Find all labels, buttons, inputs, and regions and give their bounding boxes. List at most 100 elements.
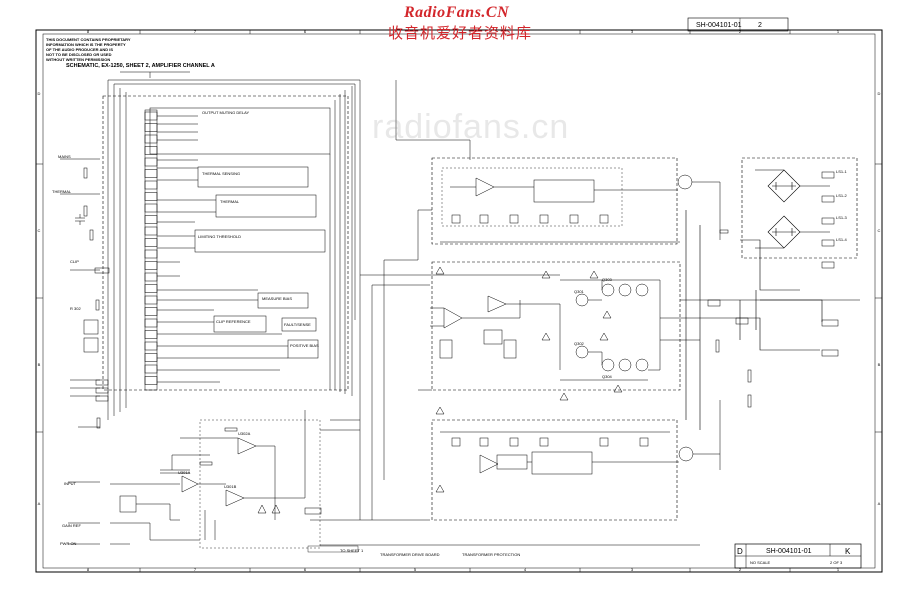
watermark-faint: radiofans.cn [372,108,570,146]
title-block-sheet-of: 2 OF 3 [830,560,843,565]
notice-line-5: WITHOUT WRITTEN PERMISSION [46,57,110,62]
ic-pin [144,215,158,224]
lower-supply-outline [431,419,678,521]
ic-pin [144,226,158,236]
grid-col-top-2: 7 [194,29,197,34]
doc-number-top: SH-004101-01 [696,22,742,29]
grid-row-right-3: B [878,362,881,367]
block-measure-bias: MEASURE BIAS [262,296,292,301]
conn-thermal: THERMAL [52,189,72,194]
grid-row-left-2: C [38,228,41,233]
ic-pin [144,180,158,190]
ic-pin [144,146,158,155]
ic-pin [144,307,158,316]
ic-pin [144,134,158,144]
watermark-chinese: 收音机爱好者资料库 [388,24,533,42]
ic-pin [144,376,158,385]
grid-col-bottom-6: 3 [631,567,634,572]
grid-col-top-1: 8 [87,29,90,34]
label-q303: Q303 [602,277,613,282]
conn-gain-ref: GAIN REF [62,523,81,528]
ic-pin [144,123,158,132]
title-block-rev: K [845,547,851,556]
ic-pin [144,203,158,213]
block-clip-ref: CLIP REFERENCE [216,319,251,324]
block-positive-bias: POSITIVE BIAS [290,343,319,348]
outer-frame [35,29,883,573]
label-opamp-2: U301B [224,484,237,489]
conn-mains: MAINS [58,154,71,159]
grid-col-bottom-3: 6 [304,567,307,572]
label-q304: Q304 [602,374,613,379]
block-thermal-sensing: THERMAL SENSING [202,171,240,176]
notice-line-1: THIS DOCUMENT CONTAINS PROPRIETARY [46,37,131,42]
grid-col-top-8: 1 [837,29,840,34]
watermark-site: RadioFans.CN [404,4,510,21]
ic-pin [144,249,158,259]
label-q302: Q302 [574,341,585,346]
grid-col-bottom-1: 8 [87,567,90,572]
grid-col-bottom-2: 7 [194,567,197,572]
input-section-outline [199,419,321,549]
ic-pin [144,111,158,121]
title-block-doc-number: SH-004101-01 [766,548,812,555]
grid-col-bottom-5: 4 [524,567,527,572]
grid-col-top-7: 2 [739,29,742,34]
doc-number-box [687,17,789,32]
ic-pin [144,341,158,351]
label-opamp-1: U301A [178,470,191,475]
grid-row-left-3: B [38,362,41,367]
conn-input: INPUT [64,481,77,486]
label-q301: Q301 [574,289,585,294]
ic-pin [144,272,158,282]
ic-pin [144,261,158,270]
grid-row-left-1: D [38,91,41,96]
doc-sheet-top: 2 [758,22,762,29]
ic-pin [144,295,158,305]
bridge-outline [741,157,858,259]
label-r-trim: R 302 [70,306,81,311]
grid-col-bottom-4: 5 [414,567,417,572]
block-output-muting: OUTPUT MUTING DELAY [202,110,250,115]
ic-pin [144,330,158,339]
grid-col-top-5: 4 [524,29,527,34]
grid-row-left-4: A [38,501,41,506]
ic-pin [144,238,158,247]
schematic-title: SCHEMATIC, EX-1250, SHEET 2, AMPLIFIER C… [66,63,215,69]
out-ls1-1: LS1-1 [836,169,847,174]
notice-line-4: NOT TO BE DISCLOSED OR USED [46,52,112,57]
out-ls1-3: LS1-3 [836,215,847,220]
out-ls1-4: LS1-4 [836,237,847,242]
inner-frame [42,33,876,569]
ic-pin [144,364,158,374]
notice-line-2: INFORMATION WHICH IS THE PROPERTY [46,42,126,47]
block-limiting: LIMITING THRESHOLD [198,234,241,239]
ic-pin [144,284,158,293]
label-opamp-3: U302A [238,431,251,436]
grid-col-bottom-8: 1 [837,567,840,572]
ic-pin [144,192,158,201]
title-block-scale: NO SCALE [750,560,771,565]
notice-line-3: OF THE AUDIO PRODUCER AND IS [46,47,113,52]
upper-supply-inner [441,167,623,227]
conn-clip: CLIP [70,259,79,264]
grid-row-right-2: C [878,228,881,233]
ic-pin [144,353,158,362]
ic-pin [144,157,158,167]
control-board-outline [102,95,349,391]
grid-row-right-4: A [878,501,881,506]
note-transformer-drive: TRANSFORMER DRIVE BOARD [380,552,440,557]
grid-row-right-1: D [878,91,881,96]
block-thermal-sense-proc: THERMAL [220,199,240,204]
ic-pin [144,318,158,328]
block-fault-sense: FAULT/SENSE [284,322,311,327]
grid-col-top-6: 3 [631,29,634,34]
grid-col-bottom-7: 2 [739,567,742,572]
note-transformer-protect: TRANSFORMER PROTECTION [462,552,520,557]
title-block-size: D [737,547,743,556]
ic-pin [144,169,158,178]
conn-pwr-on: PWR ON [60,541,77,546]
grid-col-top-4: 5 [414,29,417,34]
